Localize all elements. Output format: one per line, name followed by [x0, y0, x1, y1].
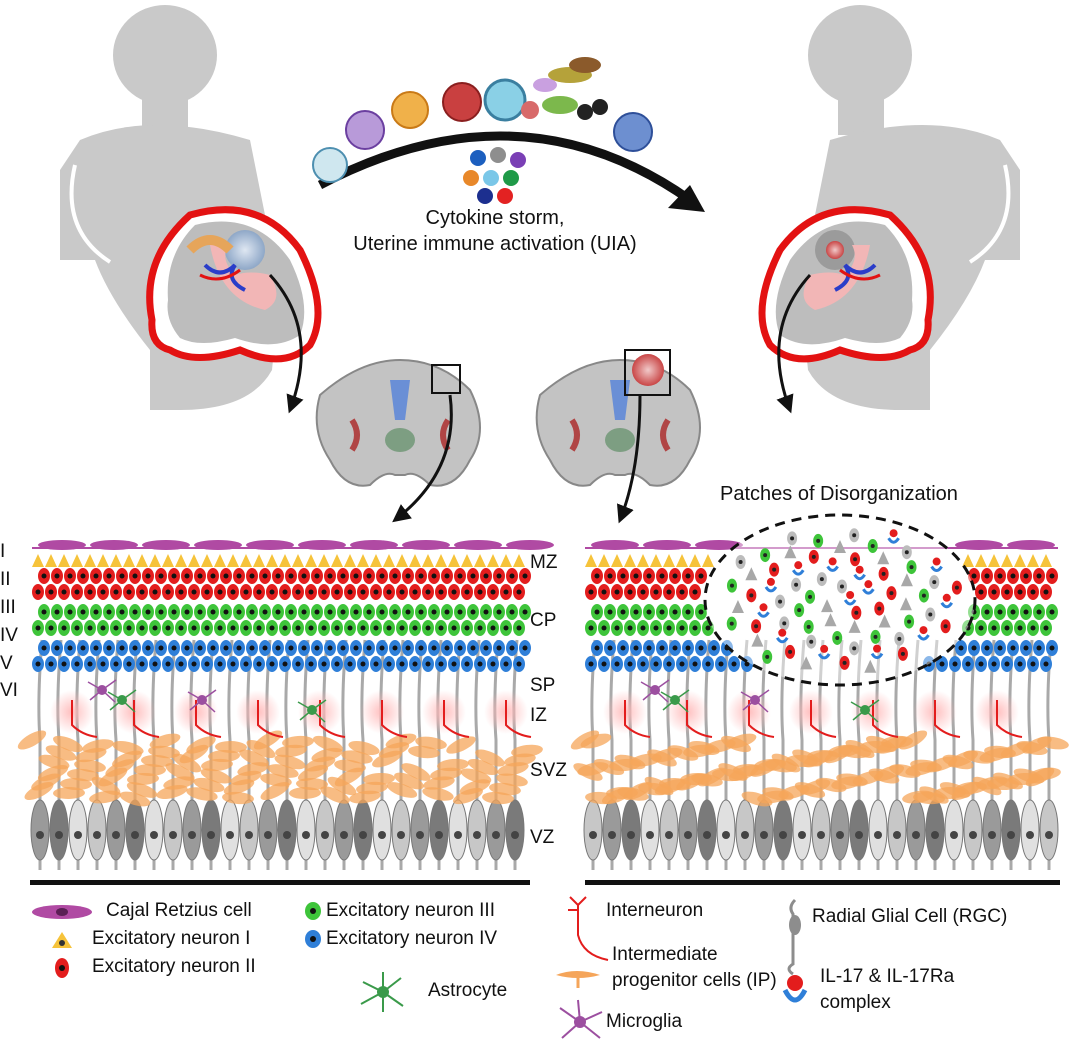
zone-label-vz: VZ — [530, 827, 555, 848]
layer-label-ii: II — [0, 569, 11, 590]
layer-label-v: V — [0, 653, 13, 674]
panel-left-baseline — [30, 880, 530, 885]
legend-astro-label: Astrocyte — [428, 980, 508, 1001]
zone-label-svz: SVZ — [530, 760, 567, 781]
legend-icons — [32, 896, 808, 1039]
zone-label-cp: CP — [530, 610, 557, 631]
arrows-down — [268, 273, 812, 524]
legend-ip-icon — [556, 971, 600, 988]
layer-label-iii: III — [0, 597, 16, 618]
caption-line-1: Cytokine storm, — [425, 207, 565, 229]
caption-line-2: Uterine immune activation (UIA) — [353, 233, 637, 255]
legend-exc1-label: Excitatory neuron I — [92, 928, 251, 949]
brain-section-right — [535, 349, 701, 487]
legend-rgc-label: Radial Glial Cell (RGC) — [812, 906, 1008, 927]
legend-ip-label-1: Intermediate — [612, 944, 718, 965]
cortex-panel-uia — [570, 540, 1069, 870]
brain-section-left — [315, 358, 481, 487]
legend-inter-label: Interneuron — [606, 900, 704, 921]
zone-label-iz: IZ — [530, 705, 547, 726]
infection-arrow — [317, 131, 705, 212]
legend-il17-label-1: IL-17 & IL-17Ra — [820, 966, 955, 987]
legend-micro-label: Microglia — [606, 1011, 683, 1032]
disorganization-title: Patches of Disorganization — [720, 483, 958, 505]
legend-astrocyte-icon — [360, 972, 404, 1012]
pregnant-figure-left — [60, 5, 322, 410]
legend-microglia-icon — [559, 999, 603, 1039]
legend-exc4-label: Excitatory neuron IV — [326, 928, 498, 949]
legend-ip-label-2: progenitor cells (IP) — [612, 970, 777, 991]
pregnant-figure-right — [758, 5, 1020, 410]
uia-caption: Cytokine storm, Uterine immune activatio… — [290, 205, 700, 257]
layer-label-i: I — [0, 541, 6, 562]
zone-label-sp: SP — [530, 675, 556, 696]
legend-exc2-label: Excitatory neuron II — [92, 956, 256, 977]
legend-il17-label-2: complex — [820, 992, 891, 1013]
disorganized-cells — [726, 528, 962, 673]
legend-il17-icon — [782, 975, 808, 1003]
legend-interneuron-icon — [568, 896, 609, 961]
layer-label-vi: VI — [0, 680, 18, 701]
legend-rgc-icon — [787, 898, 801, 976]
panel-right-baseline — [585, 880, 1060, 885]
cortex-panel-normal — [17, 540, 554, 870]
legend-exc3-label: Excitatory neuron III — [326, 900, 495, 921]
legend-cajal-label: Cajal Retzius cell — [106, 900, 252, 921]
layer-label-iv: IV — [0, 625, 18, 646]
pathogen-icons — [312, 57, 653, 204]
zone-label-mz: MZ — [530, 552, 558, 573]
